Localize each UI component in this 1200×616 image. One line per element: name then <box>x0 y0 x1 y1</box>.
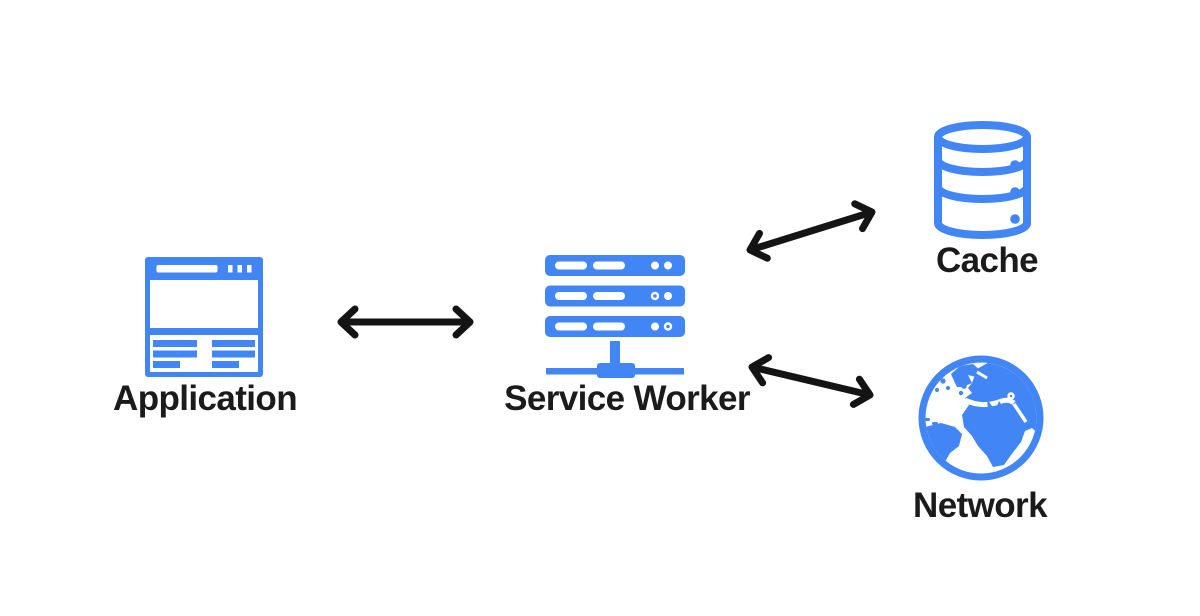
browser-window-icon <box>145 257 263 377</box>
application-label: Application <box>113 379 298 418</box>
arrow-application-serviceworker <box>337 305 474 339</box>
arrow-serviceworker-cache <box>746 200 876 262</box>
service-worker-label: Service Worker <box>504 379 750 418</box>
network-label: Network <box>913 486 1047 525</box>
server-stack-icon <box>545 255 685 378</box>
arrow-serviceworker-network <box>748 354 874 408</box>
globe-icon <box>918 355 1044 481</box>
database-icon <box>934 121 1031 239</box>
cache-label: Cache <box>935 241 1039 280</box>
